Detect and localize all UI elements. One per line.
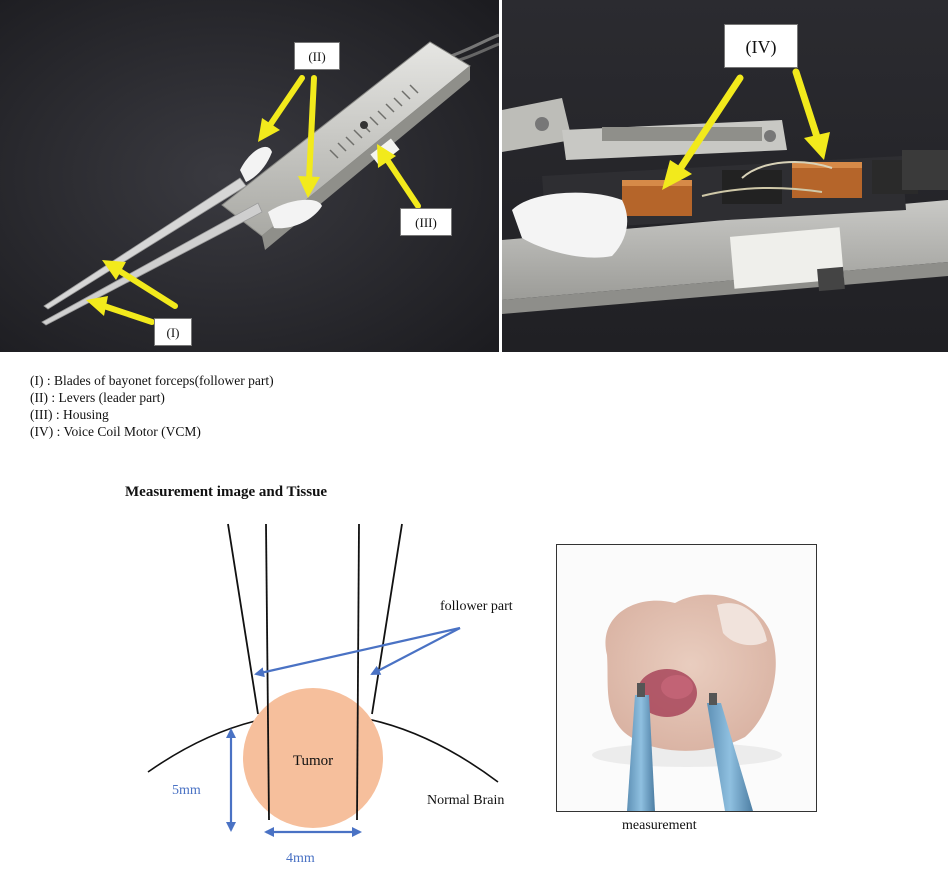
legend-item-ii: (II) : Levers (leader part) <box>30 390 165 405</box>
tumor-circle <box>243 688 383 828</box>
tissue-caption: measurement <box>622 818 697 833</box>
callout-iii: (III) <box>400 208 452 236</box>
blade-left-outer <box>227 523 259 715</box>
device-photo-art <box>0 0 499 352</box>
tissue-photo-art <box>557 545 816 811</box>
legend: (I) : Blades of bayonet forceps(follower… <box>30 372 274 440</box>
follower-part-label: follower part <box>440 599 513 614</box>
blade-right-inner <box>356 523 360 821</box>
callout-i: (I) <box>154 318 192 346</box>
device-photo-right: (IV) <box>502 0 948 352</box>
diagram-title: Measurement image and Tissue <box>125 484 328 500</box>
height-label: 5mm <box>172 783 201 798</box>
legend-item-iv: (IV) : Voice Coil Motor (VCM) <box>30 424 201 439</box>
callout-iv: (IV) <box>724 24 798 68</box>
measurement-diagram: follower part Tumor Normal Brain 5mm 4mm <box>147 523 513 866</box>
callout-ii: (II) <box>294 42 340 70</box>
legend-item-i: (I) : Blades of bayonet forceps(follower… <box>30 373 274 388</box>
follower-pointer-right <box>370 627 461 675</box>
tissue-photo <box>556 544 817 812</box>
legend-item-iii: (III) : Housing <box>30 407 109 422</box>
blade-right-outer <box>371 523 403 715</box>
follower-pointer-left <box>254 626 461 678</box>
device-photo-left: (II) (III) (I) <box>0 0 499 352</box>
width-label: 4mm <box>286 851 315 866</box>
normal-brain-label: Normal Brain <box>427 793 504 808</box>
tumor-label: Tumor <box>293 753 333 769</box>
